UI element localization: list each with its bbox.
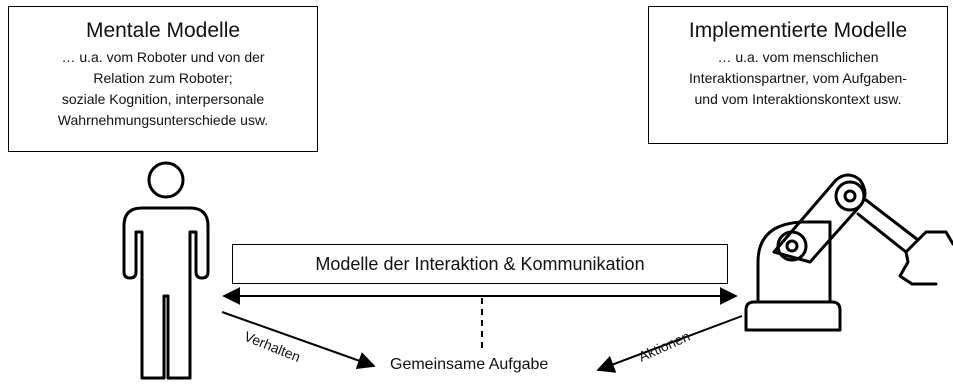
mental-models-box: Mentale Modelle … u.a. vom Roboter und v…: [8, 6, 318, 152]
mental-models-line: Relation zum Roboter;: [93, 70, 233, 86]
behavior-arrow: [221, 311, 376, 370]
implemented-models-line: Interaktionspartner, vom Aufgaben-: [689, 70, 907, 86]
mental-models-text: … u.a. vom Roboter und von der Relation …: [9, 47, 317, 131]
actions-arrow: [596, 315, 743, 373]
implemented-models-line: … u.a. vom menschlichen: [717, 49, 879, 65]
implemented-models-line: und vom Interaktionskontext usw.: [694, 91, 902, 107]
mental-models-line: soziale Kognition, interpersonale: [61, 91, 265, 107]
implemented-models-box: Implementierte Modelle … u.a. vom mensch…: [648, 6, 948, 144]
implemented-models-text: … u.a. vom menschlichen Interaktionspart…: [649, 47, 947, 110]
mental-models-title: Mentale Modelle: [85, 19, 241, 42]
interaction-models-box: Modelle der Interaktion & Kommunikation: [232, 244, 728, 284]
implemented-models-title: Implementierte Modelle: [688, 19, 908, 42]
person-icon: [122, 161, 210, 380]
mental-models-line: Wahrnehmungsunterschiede usw.: [57, 112, 269, 128]
robot-arm-icon: [744, 173, 953, 332]
mental-models-line: … u.a. vom Roboter und von der: [61, 49, 265, 65]
shared-task-label: Gemeinsame Aufgabe: [390, 356, 549, 373]
